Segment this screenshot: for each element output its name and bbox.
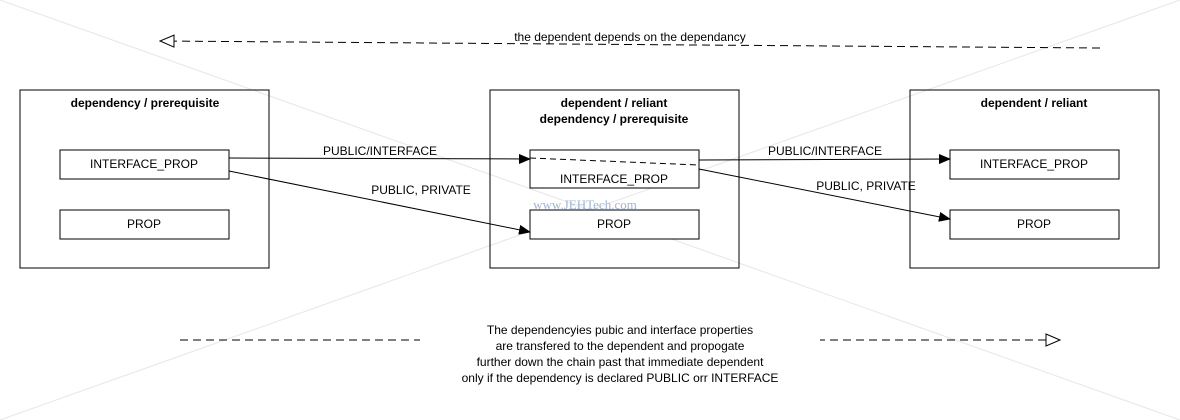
box-middle-prop: PROP bbox=[597, 217, 631, 231]
box-middle-interface-prop: INTERFACE_PROP bbox=[560, 172, 668, 186]
edge-public-interface-2-label: PUBLIC/INTERFACE bbox=[768, 144, 882, 158]
box-dependent-interface-prop-frame bbox=[949, 149, 1120, 180]
box-dependency-interface-prop: INTERFACE_PROP bbox=[90, 157, 198, 171]
edge-public-interface-1 bbox=[228, 153, 531, 164]
edge-public-private-1-label: PUBLIC, PRIVATE bbox=[371, 183, 471, 197]
box-dependency-interface-prop-frame bbox=[59, 149, 230, 180]
bottom-note-line-3: further down the chain past that immedia… bbox=[477, 355, 765, 369]
box-dependent-prop-frame bbox=[949, 209, 1120, 240]
edge-public-interface-1-label: PUBLIC/INTERFACE bbox=[323, 144, 437, 158]
box-dependent: dependent / reliant INTERFACE_PROP PROP bbox=[909, 89, 1160, 269]
box-dependency: dependency / prerequisite INTERFACE_PROP… bbox=[19, 89, 270, 269]
box-dependent-frame bbox=[909, 89, 1160, 269]
bottom-note-line-2: are transfered to the dependent and prop… bbox=[496, 339, 745, 353]
box-middle-frame bbox=[489, 89, 740, 269]
box-middle-title-1: dependent / reliant bbox=[561, 96, 668, 110]
edge-public-private-2 bbox=[698, 168, 951, 222]
top-note: the dependent depends on the dependancy bbox=[514, 30, 746, 44]
box-middle-interface-prop-frame bbox=[529, 149, 700, 189]
edge-public-private-1 bbox=[228, 170, 531, 235]
middle-internal-dashed-link bbox=[529, 157, 700, 166]
box-middle: dependent / reliant dependency / prerequ… bbox=[489, 89, 740, 269]
watermark: www.JEHTech.com bbox=[533, 197, 637, 212]
box-dependency-prop: PROP bbox=[127, 217, 161, 231]
edge-public-private-2-label: PUBLIC, PRIVATE bbox=[816, 179, 916, 193]
box-middle-title-2: dependency / prerequisite bbox=[540, 112, 689, 126]
box-dependency-prop-frame bbox=[59, 209, 230, 240]
box-dependent-interface-prop: INTERFACE_PROP bbox=[980, 157, 1088, 171]
bottom-note-line-1: The dependencyies pubic and interface pr… bbox=[487, 323, 753, 337]
box-middle-prop-frame bbox=[529, 209, 700, 240]
edge-public-interface-2 bbox=[698, 154, 951, 165]
top-dashed-arrow bbox=[160, 41, 1101, 49]
box-dependency-title: dependency / prerequisite bbox=[71, 96, 220, 110]
box-dependent-title: dependent / reliant bbox=[981, 96, 1088, 110]
bottom-note-backdrop bbox=[420, 323, 820, 387]
bottom-note-line-4: only if the dependency is declared PUBLI… bbox=[462, 371, 779, 385]
box-dependent-prop: PROP bbox=[1017, 217, 1051, 231]
